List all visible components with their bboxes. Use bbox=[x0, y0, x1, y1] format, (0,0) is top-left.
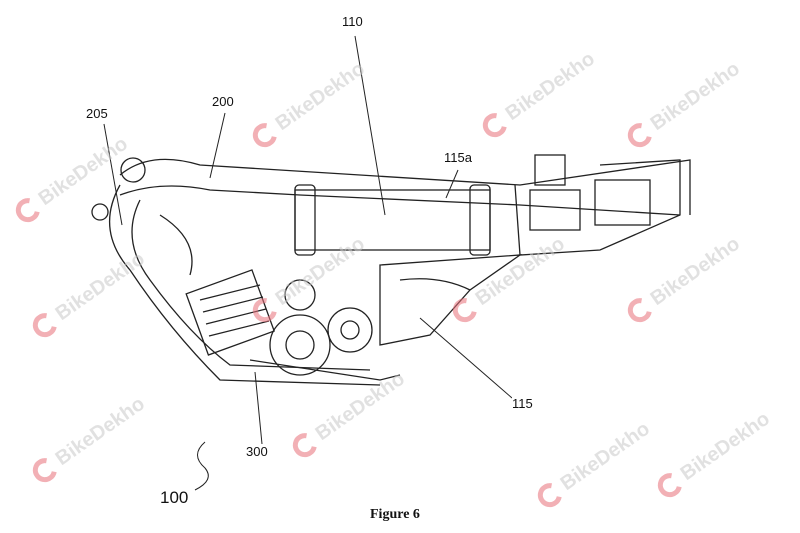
rear-box-2 bbox=[594, 179, 651, 226]
leader-115a bbox=[445, 169, 459, 199]
frame-upper-tube bbox=[119, 158, 691, 215]
rear-box-1 bbox=[529, 189, 581, 231]
label-300: 300 bbox=[246, 444, 268, 459]
label-205: 205 bbox=[86, 106, 108, 121]
leader-300 bbox=[254, 371, 263, 445]
steering-head bbox=[120, 157, 146, 183]
leader-115 bbox=[419, 317, 513, 399]
front-downtube-inner bbox=[131, 199, 371, 371]
strap-left bbox=[294, 184, 316, 256]
front-downtube bbox=[108, 184, 381, 386]
frame-lower-tube bbox=[119, 185, 681, 216]
front-mount bbox=[91, 203, 109, 221]
leader-205 bbox=[103, 123, 123, 226]
label-110: 110 bbox=[342, 14, 363, 29]
component-115 bbox=[379, 254, 523, 346]
label-200: 200 bbox=[212, 94, 234, 109]
leader-110 bbox=[354, 35, 386, 216]
engine-crankcase bbox=[269, 314, 331, 376]
label-100: 100 bbox=[160, 488, 189, 508]
figure-caption: Figure 6 bbox=[370, 507, 420, 522]
label-115a: 115a bbox=[444, 150, 472, 165]
label-115: 115 bbox=[512, 396, 533, 411]
leader-100 bbox=[194, 441, 209, 491]
strap-right bbox=[469, 184, 491, 256]
leader-200 bbox=[209, 112, 226, 179]
rear-box-3 bbox=[534, 154, 566, 186]
engine-cylinder bbox=[185, 269, 276, 356]
cylinder-fins bbox=[199, 284, 270, 337]
rear-subframe bbox=[514, 159, 681, 256]
